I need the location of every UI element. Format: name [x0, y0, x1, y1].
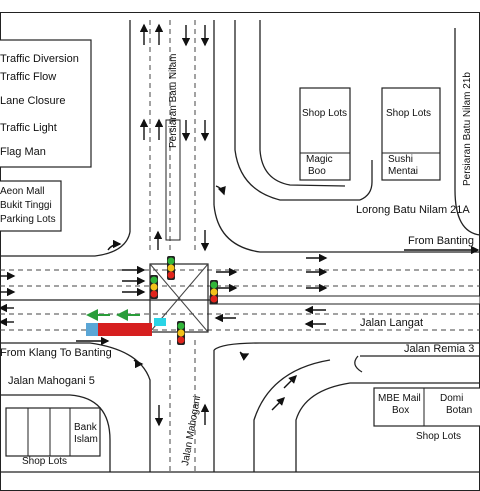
magic-boo-label: Magic [306, 154, 333, 165]
shop-lots-bottom-left-label: Shop Lots [22, 456, 67, 467]
boo-label: Boo [308, 166, 326, 177]
shop-lots-sushi-mentai: Shop Lots Sushi Mentai [381, 87, 441, 181]
work-zone [86, 309, 166, 336]
lorong-batu-nilam-21a-label: Lorong Batu Nilam 21A [356, 204, 470, 216]
islam-label: Islam [74, 434, 98, 445]
jalan-remia-3-label: Jalan Remia 3 [404, 343, 474, 355]
mentai-label: Mentai [388, 166, 418, 177]
shop-lots-2-label: Shop Lots [386, 108, 431, 119]
aeon-mall-parking: Aeon Mall Bukit Tinggi Parking Lots [0, 180, 62, 232]
legend-flag-man: Flag Man [0, 146, 46, 158]
mbe-mail-label: MBE Mail [378, 393, 421, 404]
from-klang-to-banting-label: From Klang To Banting [0, 347, 112, 359]
bank-islam-shops: Bank Islam Shop Lots [5, 407, 101, 467]
traffic-light-north [167, 256, 175, 280]
legend-lane-closure: Lane Closure [0, 95, 65, 107]
legend-traffic-light: Traffic Light [0, 122, 57, 134]
flag-man-marker [154, 318, 166, 326]
persiaran-batu-nilam-label: Persiaran Batu Nilam [168, 54, 179, 148]
jalan-mahogani-5-label: Jalan Mahogani 5 [8, 375, 95, 387]
jalan-langat-label: Jalan Langat [360, 317, 423, 329]
mbe-domi-shops: MBE Mail Box Domi Botan Shop Lots [373, 387, 480, 442]
legend-traffic-flow: Traffic Flow [0, 71, 56, 83]
traffic-light-east [210, 280, 218, 304]
jalan-mahogani-label: Jalan Mahogani [180, 395, 203, 466]
traffic-light-west [150, 275, 158, 299]
botan-label: Botan [446, 405, 472, 416]
domi-label: Domi [440, 393, 463, 404]
shop-lots-1-label: Shop Lots [302, 108, 347, 119]
lane-closure-zone [86, 323, 152, 336]
aeon-mall-label: Aeon Mall [0, 186, 44, 197]
sushi-label: Sushi [388, 154, 413, 165]
legend: Traffic Diversion Traffic Flow Lane Clos… [0, 39, 92, 168]
shop-lots-bottom-right-label: Shop Lots [416, 431, 461, 442]
bukit-tinggi-label: Bukit Tinggi [0, 200, 52, 211]
persiaran-batu-nilam-21b-label: Persiaran Batu Nilam 21b [462, 72, 473, 186]
legend-traffic-diversion: Traffic Diversion [0, 53, 79, 65]
parking-lots-label: Parking Lots [0, 214, 56, 225]
box-label: Box [392, 405, 409, 416]
bank-label: Bank [74, 422, 98, 433]
from-banting-label: From Banting [408, 235, 474, 247]
traffic-light-south [177, 321, 185, 345]
traffic-flow-arrows [0, 23, 328, 427]
shop-lots-magic-boo: Shop Lots Magic Boo [299, 87, 351, 181]
